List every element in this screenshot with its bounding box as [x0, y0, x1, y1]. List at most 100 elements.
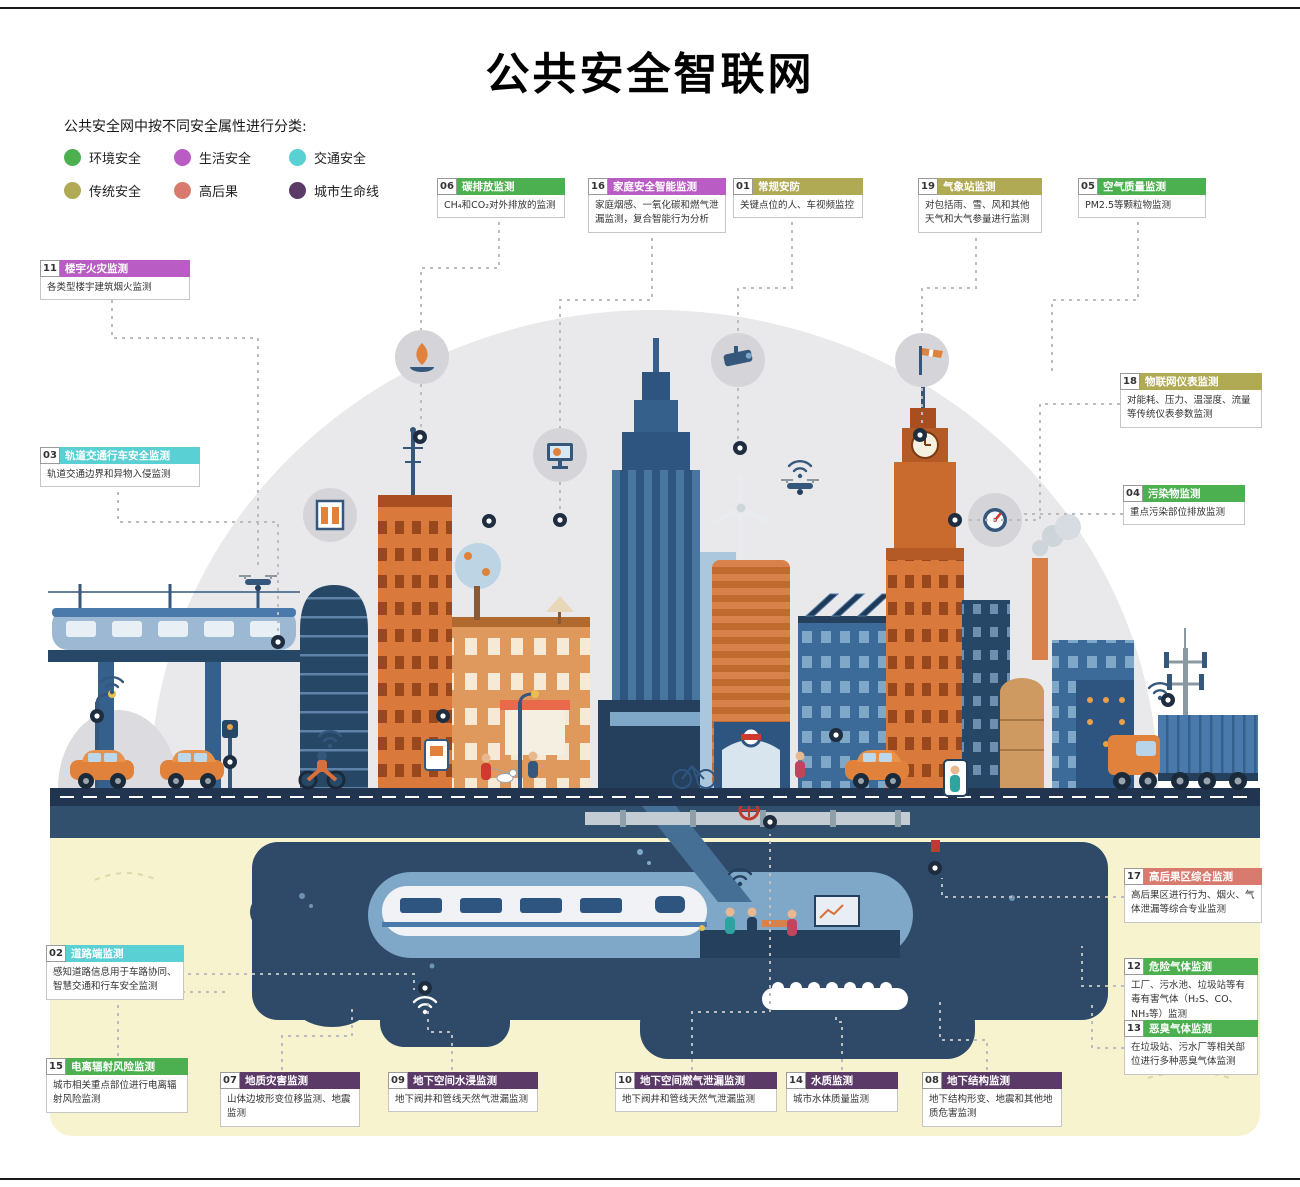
legend: 环境安全 生活安全 交通安全传统安全 高后果 城市生命线: [64, 148, 429, 200]
legend-item-life: 生活安全: [174, 148, 289, 167]
callout-description: 在垃圾站、污水厂等相关部位进行多种恶臭气体监测: [1124, 1037, 1258, 1075]
callout-title: 地下空间燃气泄漏监测: [635, 1072, 777, 1089]
bicycle: [672, 764, 716, 789]
water-pool: [762, 982, 908, 1010]
callout-number: 03: [40, 447, 60, 464]
legend-dot-icon: [289, 149, 306, 166]
callout-title: 地质灾害监测: [240, 1072, 360, 1089]
callout-title: 污染物监测: [1143, 485, 1245, 502]
callout-number: 17: [1124, 868, 1144, 885]
center-skyscraper: [598, 338, 714, 788]
callout-title: 电离辐射风险监测: [66, 1058, 188, 1075]
callout-title: 碳排放监测: [457, 178, 565, 195]
callout-number: 10: [615, 1072, 635, 1089]
orange-tower: [378, 427, 452, 788]
callout-title: 楼宇火灾监测: [60, 260, 190, 277]
callout-description: 工厂、污水池、垃圾站等有毒有害气体（H₂S、CO、NH₃等）监测: [1124, 975, 1258, 1027]
legend-intro: 公共安全网中按不同安全属性进行分类:: [64, 119, 307, 135]
callout-title: 空气质量监测: [1098, 178, 1206, 195]
legend-item-traditional: 传统安全: [64, 181, 174, 200]
callout-title: 轨道交通行车安全监测: [60, 447, 200, 464]
monitor-icon: [533, 428, 587, 482]
callout-description: 山体边坡形变位移监测、地震监测: [220, 1089, 360, 1127]
callout-title: 地下空间水浸监测: [408, 1072, 538, 1089]
cctv-camera-icon: [711, 333, 765, 387]
callout-number: 18: [1120, 373, 1140, 390]
callout-number: 09: [388, 1072, 408, 1089]
legend-label: 环境安全: [89, 152, 142, 167]
callout-number: 19: [918, 178, 938, 195]
callout-title: 恶臭气体监测: [1144, 1020, 1258, 1037]
legend-item-high_consequence: 高后果: [174, 181, 289, 200]
elevator-icon: [303, 488, 357, 542]
callout-description: PM2.5等颗粒物监测: [1078, 195, 1206, 219]
street-objects: [70, 479, 1258, 797]
callout-description: 重点污染部位排放监测: [1123, 502, 1245, 526]
callout-number: 01: [733, 178, 753, 195]
curved-tower: [300, 585, 368, 788]
callout-number: 02: [46, 945, 66, 962]
callout-description: 对包括雨、雪、风和其他天气和大气参量进行监测: [918, 195, 1042, 233]
cell-tower: [1164, 628, 1207, 776]
callout-description: 感知道路信息用于车路协同、智慧交通和行车安全监测: [46, 962, 184, 1000]
legend-dot-icon: [174, 149, 191, 166]
legend-dot-icon: [174, 182, 191, 199]
callout-number: 07: [220, 1072, 240, 1089]
motorcycle: [298, 751, 346, 790]
callout-description: 城市水体质量监测: [786, 1089, 898, 1113]
callout-description: 各类型楼宇建筑烟火监测: [40, 277, 190, 301]
callout-description: 轨道交通边界和异物入侵监测: [40, 464, 200, 488]
callout-number: 06: [437, 178, 457, 195]
callout-number: 04: [1123, 485, 1143, 502]
legend-item-lifeline: 城市生命线: [289, 181, 429, 200]
callout-description: 地下阀井和管线天然气泄漏监测: [388, 1089, 538, 1113]
callout-title: 高后果区综合监测: [1144, 868, 1262, 885]
callout-number: 12: [1124, 958, 1144, 975]
callout-title: 气象站监测: [938, 178, 1042, 195]
callout-title: 危险气体监测: [1144, 958, 1258, 975]
callout-title: 道路端监测: [66, 945, 184, 962]
gas-pipeline: [585, 799, 910, 827]
legend-label: 高后果: [199, 185, 239, 200]
callout-description: 地下结构形变、地震和其他地质危害监测: [922, 1089, 1062, 1127]
smoke-detector-icon: [395, 330, 449, 384]
top-rule: [0, 7, 1300, 9]
legend-label: 传统安全: [89, 185, 142, 200]
callout-title: 物联网仪表监测: [1140, 373, 1262, 390]
callout-title: 家庭安全智能监测: [608, 178, 726, 195]
callout-number: 13: [1124, 1020, 1144, 1037]
legend-item-environment: 环境安全: [64, 148, 174, 167]
callout-title: 常规安防: [753, 178, 863, 195]
callout-description: 高后果区进行行为、烟火、气体泄漏等综合专业监测: [1124, 885, 1262, 923]
solar-panel-icon: [804, 593, 840, 617]
legend-label: 交通安全: [314, 152, 367, 167]
dog: [496, 773, 514, 783]
legend-dot-icon: [289, 182, 306, 199]
legend-label: 城市生命线: [314, 185, 380, 200]
legend-dot-icon: [64, 182, 81, 199]
callout-number: 14: [786, 1072, 806, 1089]
page-title: 公共安全智联网: [485, 49, 815, 100]
legend-item-traffic: 交通安全: [289, 148, 429, 167]
legend-label: 生活安全: [199, 152, 252, 167]
callout-number: 11: [40, 260, 60, 277]
sprinkler-icon: [931, 840, 940, 852]
buildings: [300, 338, 1207, 788]
callout-description: 城市相关重点部位进行电离辐射风险监测: [46, 1075, 188, 1113]
parasol: [546, 596, 574, 612]
callout-title: 水质监测: [806, 1072, 898, 1089]
